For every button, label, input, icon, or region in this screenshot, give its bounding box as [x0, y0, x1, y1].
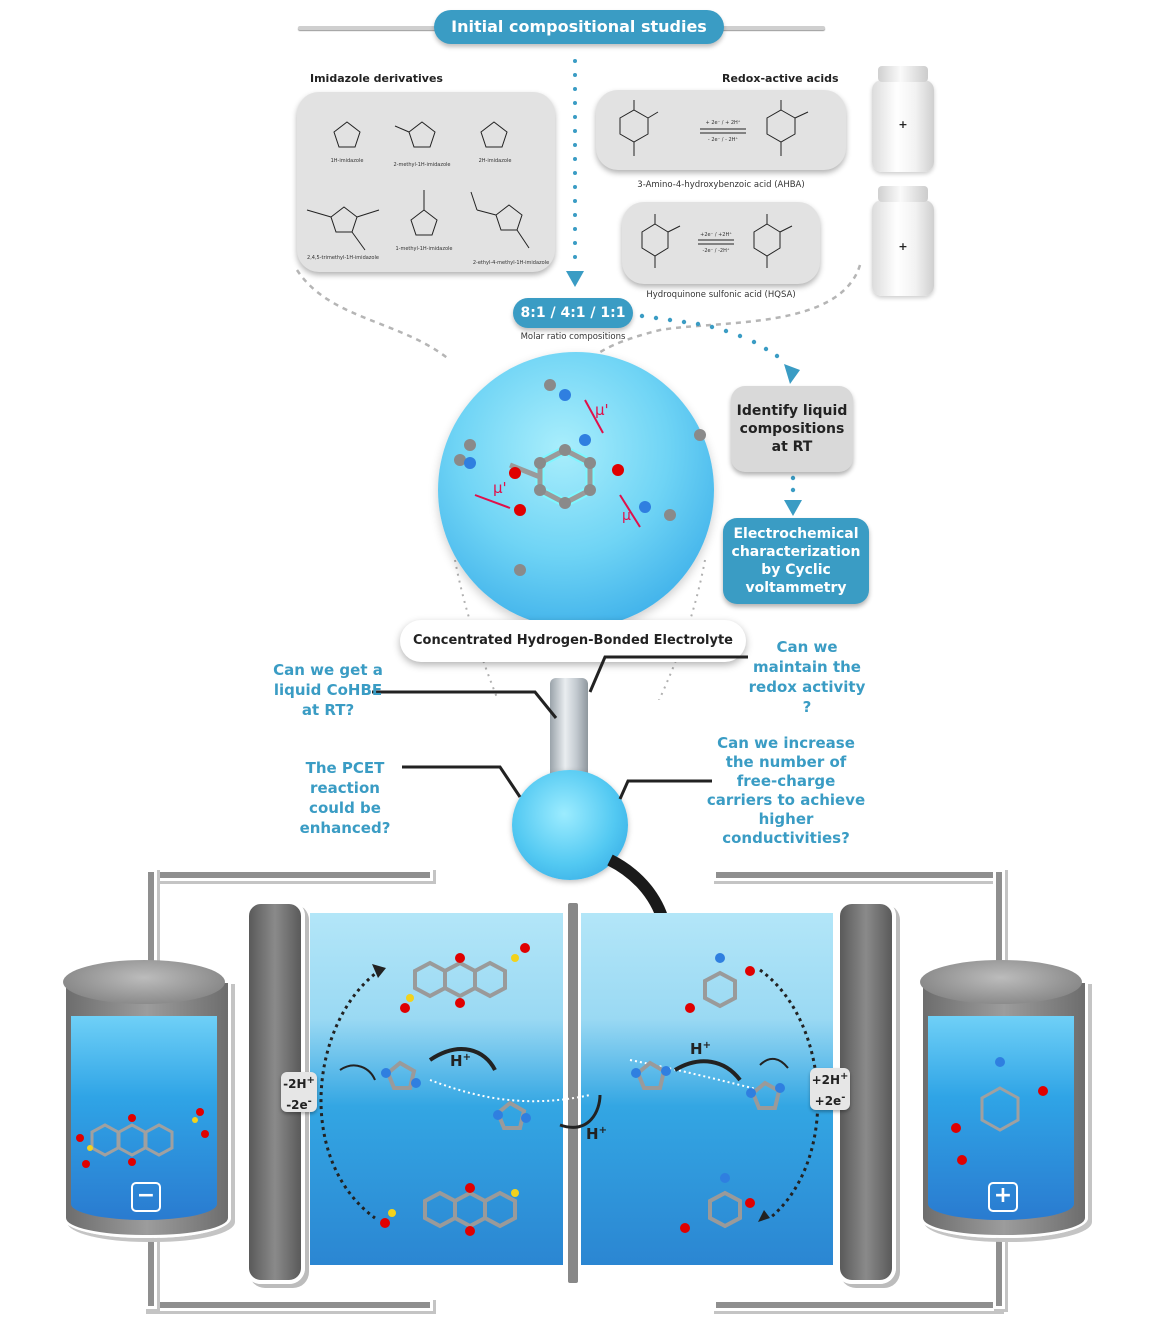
cluster-molecules: µ' µ' µ [454, 379, 706, 576]
question-liquid: Can we get a liquid CoHBE at RT? [273, 661, 383, 719]
hqsa-panel: +2e⁻ / +2H⁺ -2e⁻ / -2H⁺ [622, 202, 820, 284]
imidazole-panel: 1H-imidazole 2-methyl-1H-imidazole 2H-im… [297, 92, 555, 272]
hbond-cluster [438, 352, 714, 628]
bottle-cap [878, 66, 928, 82]
tank-lid [63, 960, 225, 1004]
pipe-right-down [996, 872, 1002, 972]
proton-label: H+ [690, 1040, 711, 1058]
tank-lid [920, 960, 1082, 1004]
compound-3: 2H-imidazole [478, 158, 512, 164]
pipe-top-left [148, 872, 430, 878]
pipe-left-down [148, 872, 154, 972]
imidazole-section-label: Imidazole derivatives [310, 72, 443, 85]
section-title: Initial compositional studies [434, 10, 724, 44]
reaction-sup: - [841, 1092, 846, 1103]
reaction-sup: + [840, 1071, 849, 1082]
electrochem-text: Electrochemical characterization by Cycl… [731, 526, 861, 596]
reaction-line: -2e [286, 1098, 308, 1112]
hqsa-reaction [641, 214, 793, 268]
pipe-bottom-right [716, 1302, 998, 1308]
question-carriers: Can we increase the number of free-charg… [706, 734, 866, 847]
proton-label: H+ [586, 1125, 607, 1143]
negative-half-cell [310, 913, 563, 1265]
compound-5: 1-methyl-1H-imidazole [395, 246, 453, 252]
negative-terminal-icon: − [131, 1182, 161, 1212]
hqsa-forward: +2e⁻ / +2H⁺ [700, 232, 732, 238]
reaction-line: -2H [283, 1077, 307, 1091]
pipe-right-up [996, 1236, 1002, 1306]
positive-reaction-box: +2H+ +2e- [810, 1068, 850, 1110]
electrolyte-label-text: Concentrated Hydrogen-Bonded Electrolyte [413, 633, 733, 648]
molar-ratio-text: 8:1 / 4:1 / 1:1 [520, 305, 626, 321]
compound-6: 2-ethyl-4-methyl-1H-imidazole [472, 260, 550, 266]
bottle-imidazole-hqsa: + [872, 186, 934, 296]
positive-symbol: + [993, 1183, 1013, 1208]
molar-ratio-badge: 8:1 / 4:1 / 1:1 [513, 298, 633, 328]
section-title-text: Initial compositional studies [451, 17, 707, 36]
positive-tank: + [920, 960, 1088, 1250]
chamber-molecules [380, 943, 785, 1236]
pipe-left-up [148, 1236, 154, 1306]
compound-1: 1H-imidazole [330, 158, 364, 164]
mu-label: µ' [493, 479, 507, 497]
bottle-imidazole-ahba: + [872, 66, 934, 172]
question-redox: Can we maintain the redox activity ? [748, 638, 866, 716]
ahba-reaction [619, 100, 809, 156]
reaction-line: +2H [811, 1073, 841, 1087]
question-pcet: The PCET reaction could be enhanced? [299, 759, 391, 837]
mu-label: µ' [595, 401, 609, 419]
ahba-reverse: - 2e⁻ / - 2H⁺ [707, 137, 739, 143]
connector-lines [295, 264, 862, 700]
flask-neck [550, 678, 588, 788]
pipe-top-right [716, 872, 998, 878]
hqsa-reverse: -2e⁻ / -2H⁺ [702, 248, 730, 254]
electrolyte-label: Concentrated Hydrogen-Bonded Electrolyte [400, 620, 746, 662]
identify-liquid-text: Identify liquid compositions at RT [736, 403, 848, 455]
header-rule-right [720, 26, 825, 30]
membrane [565, 900, 581, 1286]
compound-2: 2-methyl-1H-imidazole [393, 162, 451, 168]
negative-reaction-box: -2H+ -2e- [281, 1072, 317, 1112]
question-leaders [372, 655, 748, 800]
flask-body [512, 770, 628, 880]
reaction-sup: + [306, 1075, 315, 1086]
positive-terminal-icon: + [988, 1182, 1018, 1212]
tank-electrolyte [71, 1016, 217, 1220]
bottle-cap [878, 186, 928, 202]
compound-4: 2,4,5-trimethyl-1H-imidazole [307, 255, 379, 261]
positive-half-cell [580, 913, 833, 1265]
ahba-forward: + 2e⁻ / + 2H⁺ [705, 120, 741, 126]
reaction-line: +2e [814, 1094, 842, 1108]
reaction-cycles [319, 964, 820, 1222]
ahba-name: 3-Amino-4-hydroxybenzoic acid (AHBA) [637, 180, 805, 190]
negative-symbol: − [136, 1183, 156, 1208]
proton-label: H+ [450, 1052, 471, 1070]
acids-section-label: Redox-active acids [722, 72, 839, 85]
identify-liquid-step: Identify liquid compositions at RT [731, 386, 853, 472]
flow-arrow-down [566, 59, 584, 287]
negative-tank: − [63, 960, 231, 1250]
pipe-bottom-left [148, 1302, 430, 1308]
mu-label: µ [622, 508, 631, 524]
molar-ratio-caption: Molar ratio compositions [520, 332, 626, 342]
bottle-plus: + [898, 118, 908, 131]
imidazole-structures [306, 121, 530, 251]
reaction-sup: - [307, 1096, 312, 1107]
tank-electrolyte [928, 1016, 1074, 1220]
electrochem-step: Electrochemical characterization by Cycl… [723, 518, 869, 604]
bottle-plus: + [898, 240, 908, 253]
ahba-panel: + 2e⁻ / + 2H⁺ - 2e⁻ / - 2H⁺ [596, 90, 846, 170]
hqsa-name: Hydroquinone sulfonic acid (HQSA) [646, 290, 796, 300]
header-rule-left [298, 26, 438, 30]
